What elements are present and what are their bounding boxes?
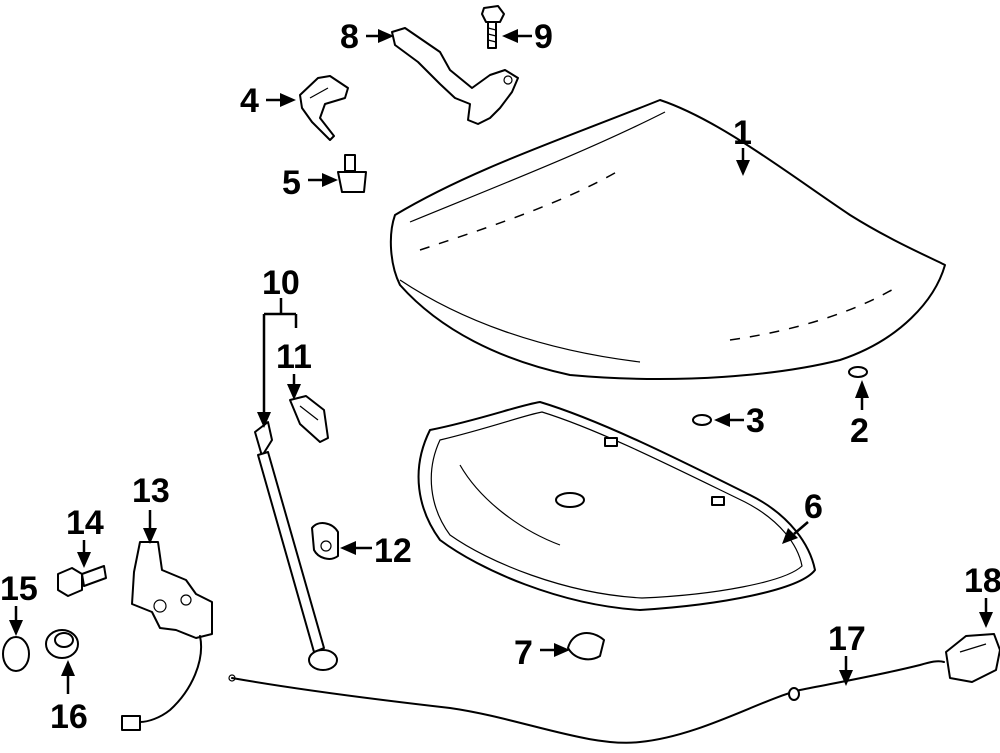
part-release-handle[interactable]	[945, 633, 1000, 683]
part-hood-hinge[interactable]	[391, 27, 519, 125]
part-clamp[interactable]	[311, 522, 339, 560]
part-hood-insulator[interactable]	[417, 401, 816, 611]
callout-7: 7	[514, 634, 533, 672]
part-plug[interactable]	[848, 366, 868, 378]
part-holder[interactable]	[289, 395, 329, 443]
leader-lines	[9, 29, 993, 694]
callout-15: 15	[0, 570, 38, 608]
part-clip[interactable]	[692, 414, 712, 426]
part-hood-lock[interactable]	[121, 541, 213, 731]
callout-8: 8	[340, 18, 359, 56]
callout-6: 6	[804, 488, 823, 526]
callout-16: 16	[50, 698, 88, 736]
callout-3: 3	[746, 402, 765, 440]
callout-4: 4	[240, 82, 259, 120]
part-bumper[interactable]	[45, 629, 79, 659]
part-release-cable[interactable]	[228, 660, 945, 744]
part-bolt-9[interactable]	[481, 5, 505, 49]
callout-14: 14	[66, 504, 104, 542]
callout-9: 9	[534, 18, 553, 56]
callout-10: 10	[262, 264, 300, 302]
part-hood-panel[interactable]	[389, 99, 946, 381]
part-bracket[interactable]	[299, 75, 349, 141]
callout-5: 5	[282, 164, 301, 202]
callout-12: 12	[374, 532, 412, 570]
part-cap[interactable]	[2, 636, 30, 672]
callout-1: 1	[733, 114, 752, 152]
part-support-rod[interactable]	[254, 421, 338, 671]
callout-13: 13	[132, 472, 170, 510]
callout-17: 17	[828, 620, 866, 658]
part-bolt-14[interactable]	[57, 565, 107, 597]
callout-11: 11	[276, 338, 312, 376]
callout-2: 2	[850, 412, 869, 450]
callout-18: 18	[964, 562, 1000, 600]
part-bumper-stop[interactable]	[567, 632, 605, 661]
callout-labels: 1 2 3 4 5 6 7 8 9 10 11 12 13 14 15 16 1…	[0, 18, 1000, 736]
part-grommet[interactable]	[337, 154, 367, 193]
